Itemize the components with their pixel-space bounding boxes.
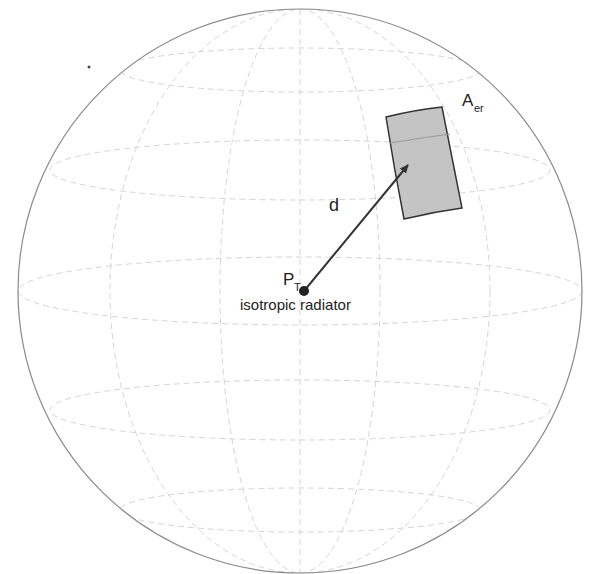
area-subscript: er (474, 103, 484, 114)
distance-label: d (329, 196, 339, 214)
caption-text: isotropic radiator (240, 297, 351, 312)
power-subscript: T (294, 282, 301, 293)
sphere-outline (18, 9, 582, 573)
patch-grid-line (390, 134, 450, 143)
area-label: A (462, 92, 473, 109)
power-label: P (283, 271, 294, 288)
receiving-area-patch (386, 107, 462, 219)
stray-dot (88, 66, 91, 69)
distance-arrow (304, 165, 408, 291)
grid-lines (18, 9, 582, 573)
